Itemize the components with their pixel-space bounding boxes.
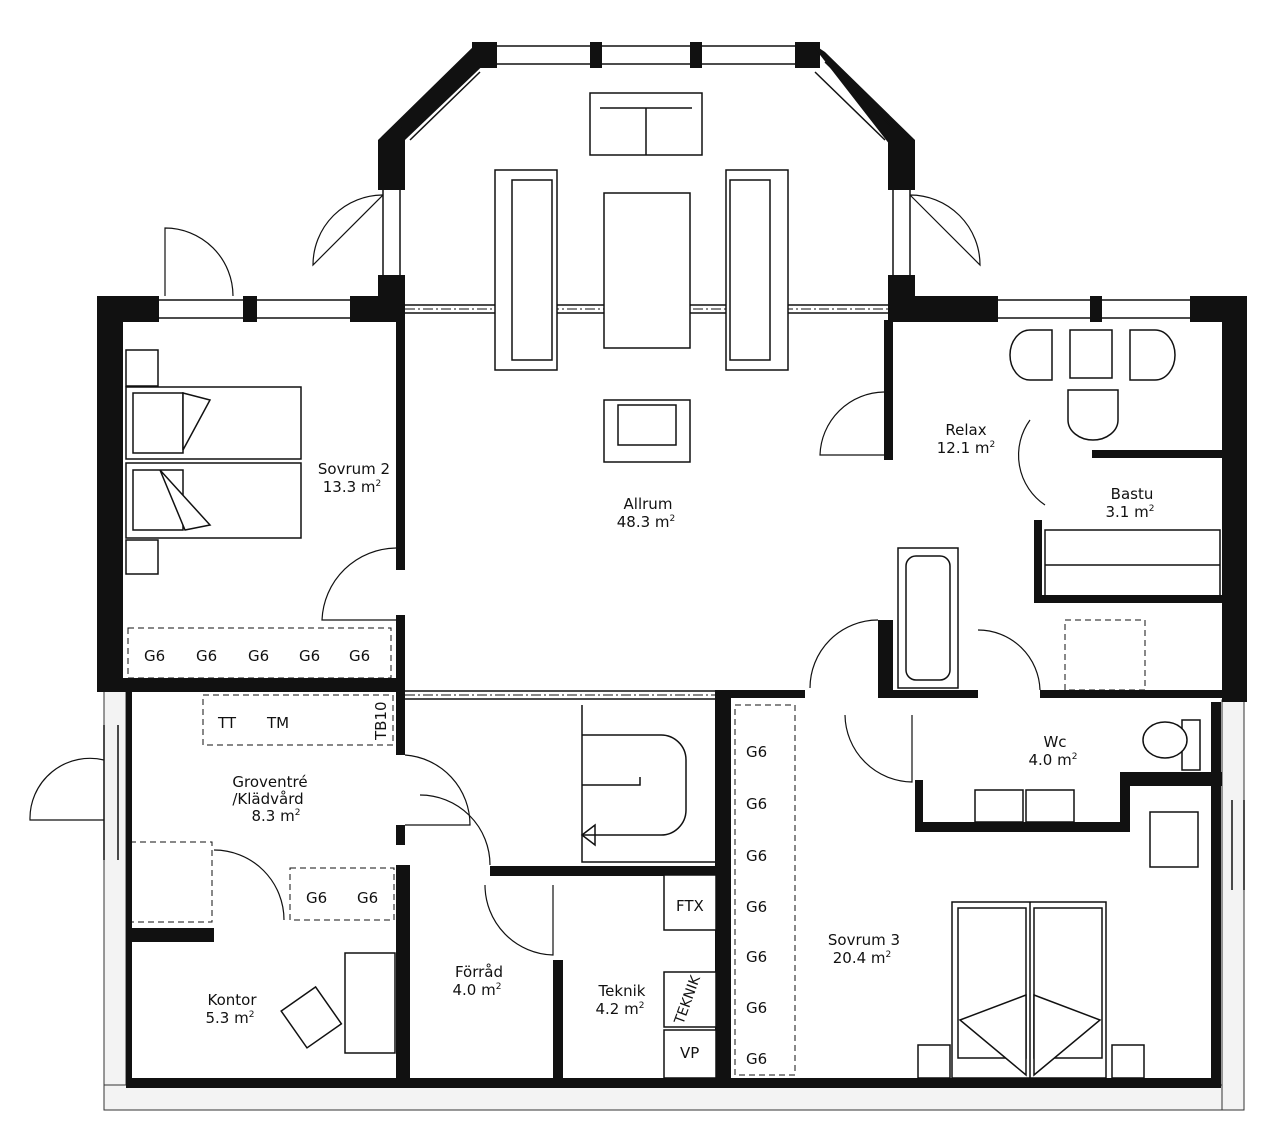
room-area: 48.3 m	[617, 513, 670, 531]
exterior-walls	[97, 42, 1247, 1088]
svg-text:4.0 m2: 4.0 m2	[1029, 751, 1078, 769]
room-sovrum2: Sovrum 2 13.3 m2	[318, 460, 390, 496]
room-groventre: Groventré /Klädvård 8.3 m2	[232, 773, 307, 825]
room-name: Relax	[945, 421, 986, 439]
ftx-label: FTX	[676, 897, 704, 915]
svg-text:13.3 m2: 13.3 m2	[323, 478, 382, 496]
svg-text:20.4 m2: 20.4 m2	[833, 949, 892, 967]
room-area: 12.1 m	[937, 439, 990, 457]
room-name: Wc	[1043, 733, 1066, 751]
room-area: 3.1 m	[1106, 503, 1149, 521]
wardrobe-label: G6	[746, 743, 767, 761]
furniture	[125, 92, 1221, 1079]
svg-text:4.2 m2: 4.2 m2	[596, 1000, 645, 1018]
room-name: Teknik	[598, 982, 646, 1000]
wardrobe-label: G6	[746, 898, 767, 916]
wardrobe-label: G6	[746, 948, 767, 966]
room-area: 13.3 m	[323, 478, 376, 496]
room-name: Sovrum 2	[318, 460, 390, 478]
room-allrum: Allrum 48.3 m2	[617, 495, 676, 531]
vp-label: VP	[680, 1044, 699, 1062]
terrace-hatch	[103, 689, 1245, 1111]
wardrobe-label: G6	[248, 647, 269, 665]
room-name: Bastu	[1111, 485, 1154, 503]
svg-text:12.1 m2: 12.1 m2	[937, 439, 996, 457]
room-sovrum3: Sovrum 3 20.4 m2	[828, 931, 900, 967]
wardrobe-label: G6	[299, 647, 320, 665]
room-area: 4.2 m	[596, 1000, 639, 1018]
room-area: 4.0 m	[453, 981, 496, 999]
room-forrad: Förråd 4.0 m2	[453, 963, 504, 999]
svg-text:8.3 m2: 8.3 m2	[252, 807, 301, 825]
wardrobe-label: G6	[144, 647, 165, 665]
wardrobe-label: G6	[357, 889, 378, 907]
tb10-label: TB10	[372, 701, 390, 741]
room-name: Förråd	[455, 963, 503, 981]
wardrobe-label: G6	[746, 999, 767, 1017]
room-name: Sovrum 3	[828, 931, 900, 949]
room-area: 8.3 m	[252, 807, 295, 825]
room-name: /Klädvård	[232, 790, 303, 808]
room-labels: Allrum 48.3 m2 Sovrum 2 13.3 m2 Relax 12…	[206, 421, 1155, 1027]
wardrobes: G6 G6 G6 G6 G6 G6 G6 G6 G6 G6 G6 G6 G6 G…	[144, 647, 767, 1068]
svg-text:4.0 m2: 4.0 m2	[453, 981, 502, 999]
wardrobe-label: G6	[306, 889, 327, 907]
room-teknik: Teknik 4.2 m2	[596, 982, 646, 1018]
svg-text:48.3 m2: 48.3 m2	[617, 513, 676, 531]
room-wc: Wc 4.0 m2	[1029, 733, 1078, 769]
room-kontor: Kontor 5.3 m2	[206, 991, 258, 1027]
doors	[29, 194, 1046, 956]
svg-text:3.1 m2: 3.1 m2	[1106, 503, 1155, 521]
room-bastu: Bastu 3.1 m2	[1106, 485, 1155, 521]
wardrobe-label: G6	[196, 647, 217, 665]
tumble-dryer-label: TT	[217, 714, 237, 732]
room-area: 20.4 m	[833, 949, 886, 967]
washing-machine-label: TM	[266, 714, 289, 732]
interior-walls	[97, 320, 1222, 1080]
wardrobe-label: G6	[746, 1050, 767, 1068]
svg-text:5.3 m2: 5.3 m2	[206, 1009, 255, 1027]
wardrobe-label: G6	[746, 847, 767, 865]
room-area: 4.0 m	[1029, 751, 1072, 769]
room-name: Allrum	[624, 495, 673, 513]
room-name: Kontor	[208, 991, 258, 1009]
room-area: 5.3 m	[206, 1009, 249, 1027]
wardrobe-label: G6	[349, 647, 370, 665]
room-relax: Relax 12.1 m2	[937, 421, 996, 457]
wardrobe-label: G6	[746, 795, 767, 813]
room-name: Groventré	[232, 773, 307, 791]
